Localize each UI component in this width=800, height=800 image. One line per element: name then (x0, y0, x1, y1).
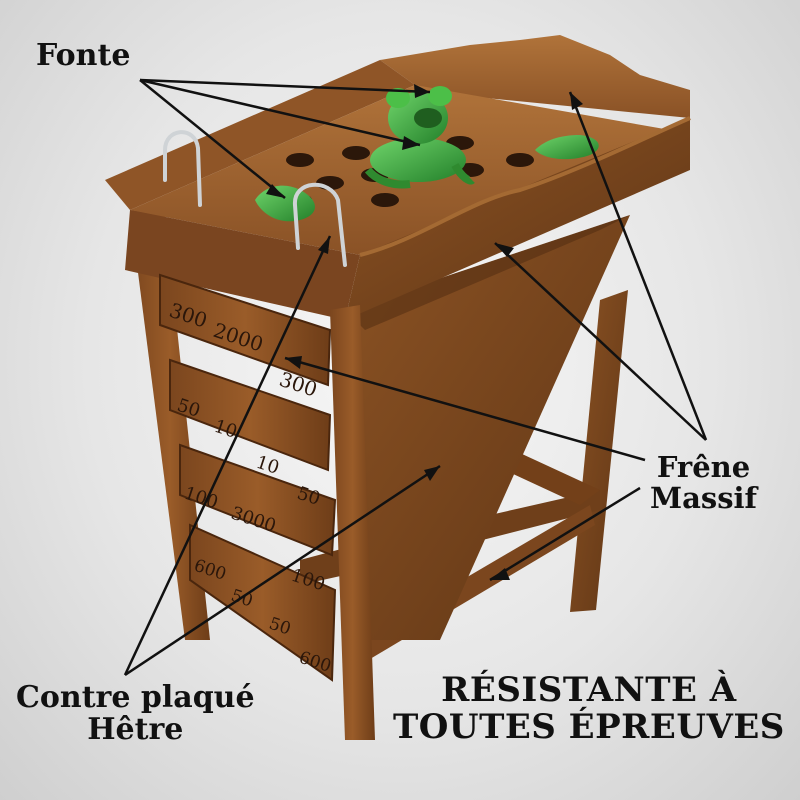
tagline-line2: TOUTES ÉPREUVES (393, 706, 785, 747)
arrow-line (123, 235, 332, 676)
arrow-line (124, 464, 441, 677)
solid-ash-label: Frêne Massif (650, 450, 758, 516)
arrowhead-icon (490, 568, 510, 580)
arrow-line (139, 79, 286, 199)
arrow-line (284, 356, 646, 462)
arrowhead-icon (285, 356, 302, 369)
arrowhead-icon (570, 92, 583, 110)
plywood-label-line1: Contre plaqué (16, 680, 255, 715)
arrowhead-icon (318, 236, 330, 254)
arrowhead-icon (424, 466, 440, 481)
plywood-label-line2: Hêtre (87, 712, 184, 748)
arrow-heads (266, 84, 583, 580)
solid-ash-label-line2: Massif (650, 481, 758, 516)
cast-iron-label: Fonte (36, 38, 131, 73)
arrow-line (489, 486, 641, 582)
plywood-back-board (345, 215, 630, 640)
solid-ash-label-line1: Frêne (656, 450, 751, 484)
plywood-label: Contre plaqué Hêtre (16, 680, 255, 748)
arrow-line (568, 91, 708, 441)
wire-hoop-icon (163, 130, 347, 267)
tagline: RÉSISTANTE À TOUTES ÉPREUVES (393, 672, 785, 745)
arrowhead-icon (402, 136, 420, 150)
arrow-line (139, 78, 431, 94)
throwing-hole-icon (506, 153, 534, 167)
table-back-leg (570, 290, 628, 612)
tagline-line1: RÉSISTANTE À (441, 670, 737, 710)
throwing-hole-icon (342, 146, 370, 160)
cast-iron-label-text: Fonte (36, 38, 131, 73)
frog-statue-icon (364, 86, 475, 189)
arrowhead-icon (414, 84, 430, 98)
arrow-line (494, 242, 707, 441)
arrow-line (139, 78, 421, 147)
throwing-hole-icon (371, 193, 399, 207)
arrowhead-icon (495, 243, 514, 257)
annotation-arrows (123, 78, 708, 677)
table-front-right-leg (330, 305, 375, 740)
arrowhead-icon (266, 184, 285, 198)
throwing-hole-icon (286, 153, 314, 167)
